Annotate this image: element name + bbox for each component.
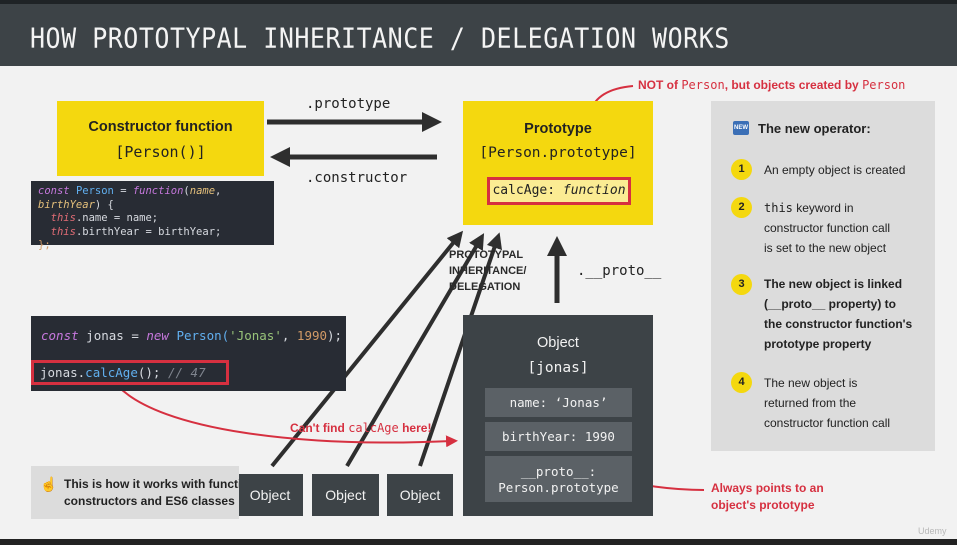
constructor-function-box: Constructor function [Person()] [57, 101, 264, 176]
calcage-method-box: calcAge: function [487, 177, 631, 205]
step-4-badge: 4 [731, 372, 752, 393]
constructor-box-subtitle: [Person()] [115, 143, 206, 161]
slide-title: HOW PROTOTYPAL INHERITANCE / DELEGATION … [30, 22, 730, 54]
prototype-box-title: Prototype [524, 121, 592, 137]
delegation-arrow-2 [345, 233, 485, 468]
property-name: name: ‘Jonas’ [485, 388, 632, 417]
object-instance-3: Object [387, 474, 453, 516]
step-1-text: An empty object is created [764, 163, 906, 177]
tip-text: This is how it works with function const… [64, 477, 239, 508]
cant-find-label: Can't find calcAge here! [290, 421, 432, 435]
property-birthyear: birthYear: 1990 [485, 422, 632, 451]
bottom-bar [0, 539, 957, 545]
step-1-badge: 1 [731, 159, 752, 180]
tip-box: ☝ This is how it works with function con… [31, 466, 239, 519]
step-4-text: The new object is returned from the cons… [764, 376, 891, 430]
object-instance-2: Object [312, 474, 379, 516]
proto-arrow-label: .__proto__ [577, 263, 662, 279]
constructor-arrow-label: .constructor [306, 170, 408, 186]
header-bar: HOW PROTOTYPAL INHERITANCE / DELEGATION … [0, 0, 957, 66]
pointing-hand-icon: ☝ [40, 476, 58, 492]
calcage-call-highlight: jonas.calcAge(); // 47 [31, 360, 229, 385]
cant-find-curve [117, 385, 458, 448]
code-line: const Person = function(name, birthYear)… [38, 185, 222, 211]
step-2-badge: 2 [731, 197, 752, 218]
object-jonas-box: Object [jonas] name: ‘Jonas’ birthYear: … [463, 315, 653, 516]
code-line: this.name = name; [50, 212, 159, 224]
new-operator-panel: NEW The new operator: 1 An empty object … [711, 101, 935, 451]
delegation-arrow-3 [418, 232, 502, 467]
new-badge-icon: NEW [733, 121, 749, 135]
prototype-arrow-label: .prototype [306, 96, 391, 112]
prototype-box: Prototype [Person.prototype] calcAge: fu… [463, 101, 653, 225]
panel-title: The new operator: [758, 121, 871, 136]
always-points-label: Always points to an object's prototype [711, 481, 824, 512]
object-box-title: Object [537, 335, 579, 351]
code-line: this.birthYear = birthYear; [50, 225, 222, 238]
udemy-watermark: Udemy [918, 526, 947, 536]
step-3-text: The new object is linked (__proto__ prop… [764, 277, 913, 351]
note-not-of-person: NOT of Person, but objects created by Pe… [638, 78, 906, 92]
step-2-text: this keyword in constructor function cal… [764, 201, 891, 255]
prototype-box-subtitle: [Person.prototype] [479, 145, 637, 161]
object-box-subtitle: [jonas] [527, 360, 589, 376]
constructor-box-title: Constructor function [88, 119, 233, 135]
constructor-code-block: const Person = function(name, birthYear)… [31, 181, 274, 251]
object-instance-1: Object [237, 474, 303, 516]
property-proto: __proto__: Person.prototype [485, 456, 632, 502]
step-3-badge: 3 [731, 274, 752, 295]
code-line: const jonas = new Person('Jonas', 1990); [41, 328, 343, 343]
code-line: }; [38, 239, 51, 251]
prototypal-inheritance-label: PROTOTYPAL INHERITANCE/ DELEGATION [449, 249, 527, 293]
delegation-arrow-1 [270, 230, 464, 468]
instance-code-block: const jonas = new Person('Jonas', 1990);… [31, 316, 346, 391]
